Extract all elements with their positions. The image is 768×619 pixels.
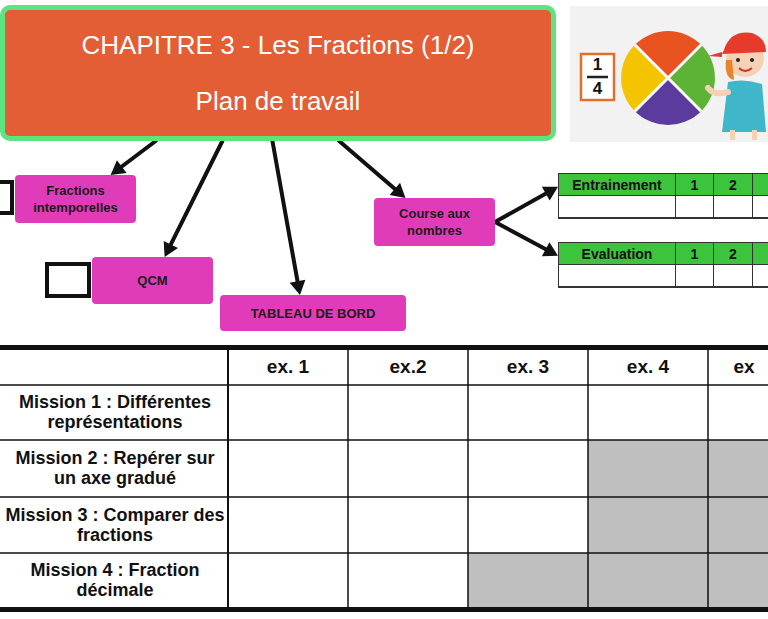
fraction-bar: [587, 76, 608, 79]
connector-line: [120, 141, 156, 168]
table-cell: [753, 196, 768, 218]
column-header: ex. 3: [507, 357, 549, 378]
arrowhead: [542, 187, 558, 201]
checkbox: [0, 182, 12, 213]
column-header-cell: ex: [722, 350, 766, 385]
table-cell: [753, 243, 768, 265]
row-header-cell: Mission 1 : Différentes représentations: [4, 386, 226, 440]
arrowhead: [290, 280, 306, 295]
row-header: Mission 1 : Différentes représentations: [4, 393, 226, 433]
table-cell: [676, 265, 714, 287]
picture-ground: [570, 6, 768, 142]
column-header-cell: ex. 4: [588, 350, 708, 385]
fraction-numerator: 1: [593, 56, 602, 75]
arrow-connector: [339, 141, 405, 198]
column-header-cell: ex.2: [348, 350, 468, 385]
table-cell: [753, 174, 768, 196]
arrow-connector: [495, 222, 558, 256]
activity-box: TABLEAU DE BORD: [220, 295, 406, 331]
table-cell: [714, 265, 753, 287]
arrowhead: [542, 242, 558, 256]
connector-line: [339, 141, 397, 191]
row-header: Mission 4 : Fraction décimale: [4, 561, 226, 601]
row-header: Mission 3 : Comparer des fractions: [4, 506, 226, 546]
arrow-connector: [164, 141, 223, 257]
arrow-connector: [272, 141, 305, 295]
attempt-number: 1: [691, 177, 699, 193]
table-cell: 2: [714, 243, 753, 265]
arrowhead: [390, 183, 406, 198]
box-label: Fractions intemporelles: [21, 182, 130, 216]
table-cell: Entrainement: [559, 174, 676, 196]
connector-line: [170, 141, 223, 247]
activity-box: Fractions intemporelles: [15, 175, 136, 223]
arrowhead: [111, 160, 127, 175]
title-banner: CHAPITRE 3 - Les Fractions (1/2) Plan de …: [0, 5, 556, 141]
box-label: Course aux nombres: [380, 205, 489, 239]
score-table: Entrainement 1 2: [558, 173, 768, 219]
column-header: ex. 1: [267, 357, 309, 378]
column-header-cell: ex. 1: [228, 350, 348, 385]
fraction-icon: [581, 54, 614, 100]
row-header-cell: Mission 2 : Repérer sur un axe gradué: [4, 441, 226, 497]
child-figure: [708, 33, 766, 140]
column-header: ex.2: [390, 357, 427, 378]
arrow-connector: [111, 141, 156, 175]
table-cell: Evaluation: [559, 243, 676, 265]
connector-line: [495, 222, 548, 251]
column-header: ex. 4: [627, 357, 669, 378]
table-cell: [714, 196, 753, 218]
arrowhead: [164, 241, 178, 257]
arrow-connector: [495, 187, 558, 222]
table-cell: 1: [676, 174, 714, 196]
table-heading: Entrainement: [572, 177, 661, 193]
attempt-number: 2: [729, 177, 737, 193]
table-cell: [559, 265, 676, 287]
attempt-number: 1: [691, 246, 699, 262]
table-cell: [559, 196, 676, 218]
column-header: ex: [733, 357, 754, 378]
subtitle: Plan de travail: [5, 86, 551, 117]
table-cell: 1: [676, 243, 714, 265]
pie-chart: [621, 31, 715, 125]
activity-box: QCM: [92, 257, 213, 304]
mission-table: [0, 345, 768, 612]
fraction-numerator-cell: 1: [581, 54, 614, 76]
chapter-title: CHAPITRE 3 - Les Fractions (1/2): [5, 30, 551, 61]
column-header-cell: ex. 3: [468, 350, 588, 385]
row-header-cell: Mission 4 : Fraction décimale: [4, 554, 226, 607]
table-cell: [676, 196, 714, 218]
row-header: Mission 2 : Repérer sur un axe gradué: [4, 449, 226, 489]
fraction-denominator: 4: [593, 80, 602, 99]
table-cell: [753, 265, 768, 287]
table-heading: Evaluation: [582, 246, 653, 262]
score-table: Evaluation 1 2: [558, 242, 768, 288]
box-label: QCM: [137, 272, 167, 289]
connector-line: [495, 192, 548, 222]
row-header-cell: Mission 3 : Comparer des fractions: [4, 498, 226, 553]
attempt-number: 2: [729, 246, 737, 262]
fraction-denominator-cell: 4: [581, 78, 614, 100]
box-label: TABLEAU DE BORD: [251, 305, 376, 322]
table-cell: 2: [714, 174, 753, 196]
activity-box: Course aux nombres: [374, 198, 495, 246]
checkbox: [47, 264, 89, 296]
connector-line: [272, 141, 298, 284]
